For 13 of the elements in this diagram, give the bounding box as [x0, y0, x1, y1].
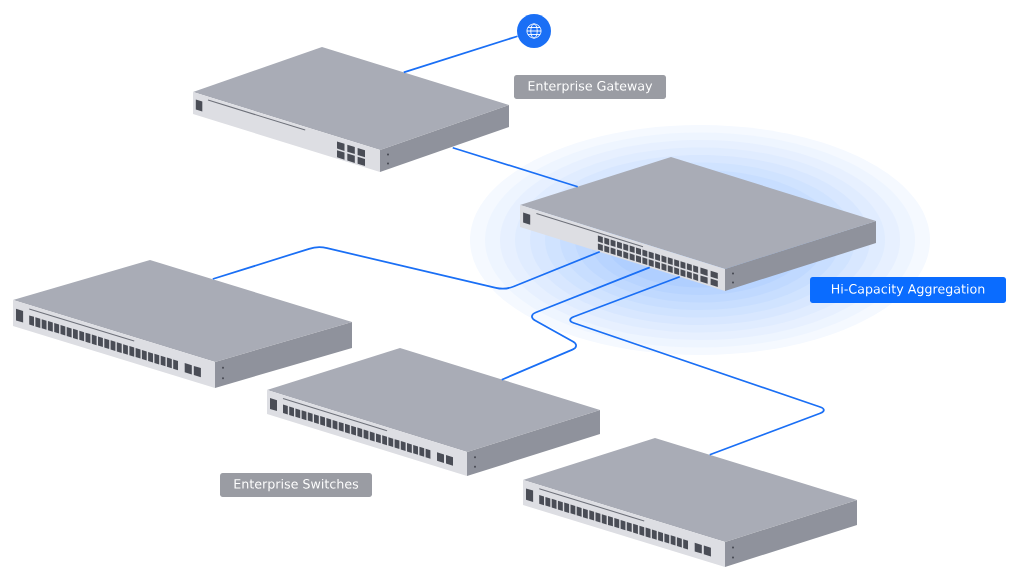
label-badge: Enterprise Switches [220, 473, 372, 497]
network-cable [500, 266, 651, 381]
network-cable [569, 275, 825, 456]
network-cable [211, 246, 601, 290]
label-badge: Enterprise Gateway [514, 75, 666, 99]
network-cable [402, 35, 519, 74]
switch-drawing [523, 438, 857, 567]
globe-icon [517, 14, 551, 48]
label-badge: Hi-Capacity Aggregation [810, 277, 1006, 303]
network-cable [451, 146, 579, 188]
switch-drawing [13, 260, 352, 388]
switch-drawing [267, 348, 600, 476]
gateway-drawing [193, 47, 509, 172]
